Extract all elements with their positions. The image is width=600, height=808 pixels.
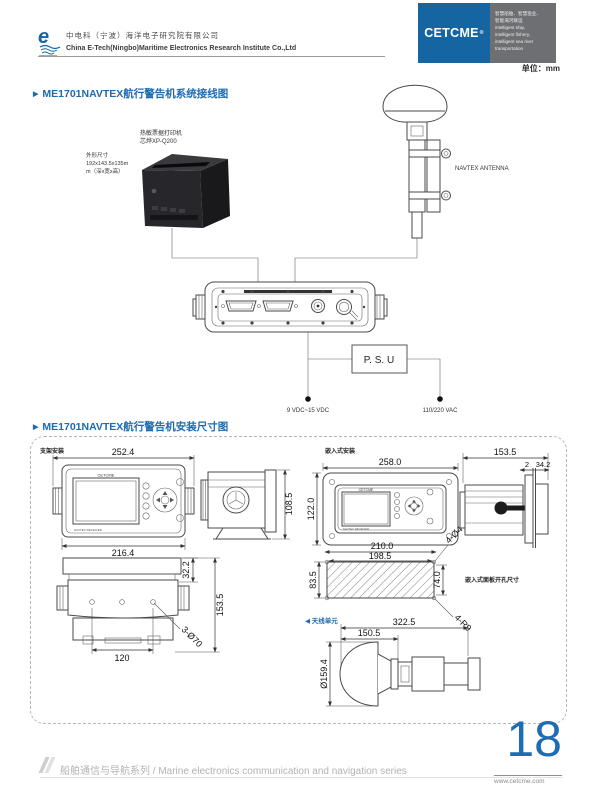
antenna-unit-label: ◀ 天线单元 [305, 616, 338, 625]
dim-bottom-height: 153.5 [215, 594, 225, 617]
mounting-drawing-frame [30, 436, 567, 724]
psu-label: P. S. U [364, 355, 394, 366]
header-divider [38, 56, 385, 57]
flush-mount-label: 嵌入式安装 [325, 447, 355, 455]
footer-divider [40, 777, 562, 778]
side-connector-knob [494, 501, 508, 515]
dim-side-height: 108.5 [284, 493, 294, 516]
dim-bottom-hole-spacing: 120 [114, 653, 129, 663]
dim-flush-side-depth: 153.5 [494, 447, 517, 457]
dim-bottom-holes: 3-Ø70 [180, 624, 205, 649]
flush-side-view: 153.5 2 34.2 [459, 447, 551, 548]
dc-label: 9 VDC~15 VDC [287, 408, 330, 414]
section-title-wiring: ▶ ME1701NAVTEX航行警告机系统接线图 [33, 86, 228, 101]
device-model-text: NAVTEX RECEIVER [343, 527, 369, 531]
triangle-bullet-icon: ▶ [33, 90, 39, 98]
front-buttons [142, 478, 184, 522]
dim-cutout-width: 198.5 [369, 551, 392, 561]
printer-label-1: 热敏票据打印机 [140, 129, 182, 137]
device-brand-text: CETCME [98, 473, 115, 478]
round-connector [311, 299, 325, 313]
printer-dims-1: 外形尺寸 [86, 151, 109, 159]
dim-antenna-length: 322.5 [393, 617, 416, 627]
printer-label-2: 芯烨XP-Q200 [140, 137, 177, 145]
device-brand-text: CETCME [359, 488, 374, 492]
svg-text:e: e [38, 26, 49, 48]
dim-flush-width: 258.0 [379, 457, 402, 467]
section-title-wiring-text: ME1701NAVTEX航行警告机系统接线图 [42, 88, 229, 100]
dim-antenna-dome-length: 150.5 [358, 628, 381, 638]
bracket-mount-label: 支架安装 [39, 447, 64, 455]
antenna-label: NAVTEX ANTENNA [455, 166, 509, 172]
dim-cutout-hole-span: 210.0 [371, 541, 394, 551]
dc-terminal [305, 396, 311, 402]
dim-cutout-outer-height: 83.5 [308, 571, 318, 589]
dim-flush-height: 122.0 [306, 498, 316, 521]
brand-logo: CETCME® [418, 3, 490, 63]
unit-label: 单位：mm [521, 64, 560, 73]
brand-box: CETCME® 智慧船舶、智慧渔业、 智能海河联运 intelligent sh… [418, 3, 556, 63]
registered-mark: ® [479, 30, 484, 36]
ac-label: 110/220 VAC [423, 408, 458, 414]
tagline-line: intelligent sea river [495, 39, 534, 44]
dsub-connector [221, 300, 261, 312]
wiring-diagram: 热敏票据打印机 芯烨XP-Q200 外形尺寸 192x143.5x135m m（… [86, 84, 509, 414]
panel-cutout-view: 210.0 198.5 83.5 74.0 4-Ø4 4-R9 嵌入式面板开孔尺… [308, 524, 519, 633]
bracket-side-view: 108.5 [200, 469, 294, 540]
tagline-line: 智慧船舶、智慧渔业、 [495, 11, 541, 16]
cutout-label: 嵌入式面板开孔尺寸 [465, 576, 519, 584]
thermal-printer-illustration [142, 154, 230, 228]
tagline-line: intelligent fishery, [495, 32, 531, 37]
wiring-lines [171, 228, 418, 282]
bracket-bottom-view: 32.2 153.5 120 3-Ø70 [56, 557, 225, 663]
mounting-drawings: 支架安装 嵌入式安装 CETCME NAVTEX RECEIVER [39, 447, 551, 707]
antenna-unit-view: ◀ 天线单元 322.5 150.5 Ø159.4 [305, 616, 481, 707]
panel-screws [214, 289, 366, 325]
company-name-en: China E-Tech(Ningbo)Maritime Electronics… [66, 45, 297, 52]
tagline-line: transportation [495, 46, 524, 51]
printer-dims-3: m（深x宽x高） [86, 167, 124, 175]
bracket-front-view: CETCME NAVTEX RECEIVER 252.4 216.4 [52, 447, 195, 558]
company-name-block: 中电科（宁波）海洋电子研究院有限公司 China E-Tech(Ningbo)M… [66, 30, 296, 52]
section-title-mounting-text: ME1701NAVTEX航行警告机安装尺寸图 [42, 421, 229, 433]
dsub-connector [262, 300, 298, 312]
receiver-rear-panel [192, 281, 388, 333]
flush-buttons [394, 488, 434, 525]
antenna-connector [336, 299, 359, 321]
brand-tagline: 智慧船舶、智慧渔业、 智能海河联运 intelligent ship, inte… [490, 3, 556, 63]
ac-terminal [437, 396, 443, 402]
page-number: 18 [506, 711, 562, 767]
tagline-line: 智能海河联运 [495, 18, 523, 23]
dim-antenna-diameter: Ø159.4 [319, 659, 329, 689]
dim-cutout-height: 74.0 [432, 571, 442, 589]
dim-bezel-depth: 34.2 [536, 460, 551, 469]
company-name-cn: 中电科（宁波）海洋电子研究院有限公司 [66, 31, 219, 40]
company-logo-icon: e [38, 26, 61, 57]
dim-front-width: 252.4 [112, 447, 135, 457]
brand-text: CETCME [424, 26, 479, 40]
flush-front-view: CETCME NAVTEX RECEIVER 258.0 122.0 [306, 457, 459, 546]
triangle-bullet-icon: ▶ [33, 423, 39, 431]
section-title-mounting: ▶ ME1701NAVTEX航行警告机安装尺寸图 [33, 419, 228, 434]
psu-block: P. S. U 9 VDC~15 VDC 110/220 VAC [287, 332, 458, 414]
footer-series-text: 船舶通信与导航系列 / Marine electronics communica… [60, 766, 407, 777]
dim-corner-radius: 4-R9 [453, 612, 474, 633]
tagline-line: intelligent ship, [495, 25, 526, 30]
dim-front-body-width: 216.4 [112, 548, 135, 558]
device-model-text: NAVTEX RECEIVER [74, 528, 103, 532]
printer-labels: 热敏票据打印机 芯烨XP-Q200 外形尺寸 192x143.5x135m m（… [86, 129, 182, 175]
dim-panel-thickness: 2 [525, 460, 529, 469]
footer-slash-icon [38, 757, 56, 778]
printer-dims-2: 192x143.5x135m [86, 161, 129, 167]
website-link[interactable]: www.cetcme.com [494, 775, 562, 785]
dim-bottom-offset: 32.2 [181, 561, 191, 579]
navtex-antenna-illustration: NAVTEX ANTENNA [382, 84, 509, 239]
